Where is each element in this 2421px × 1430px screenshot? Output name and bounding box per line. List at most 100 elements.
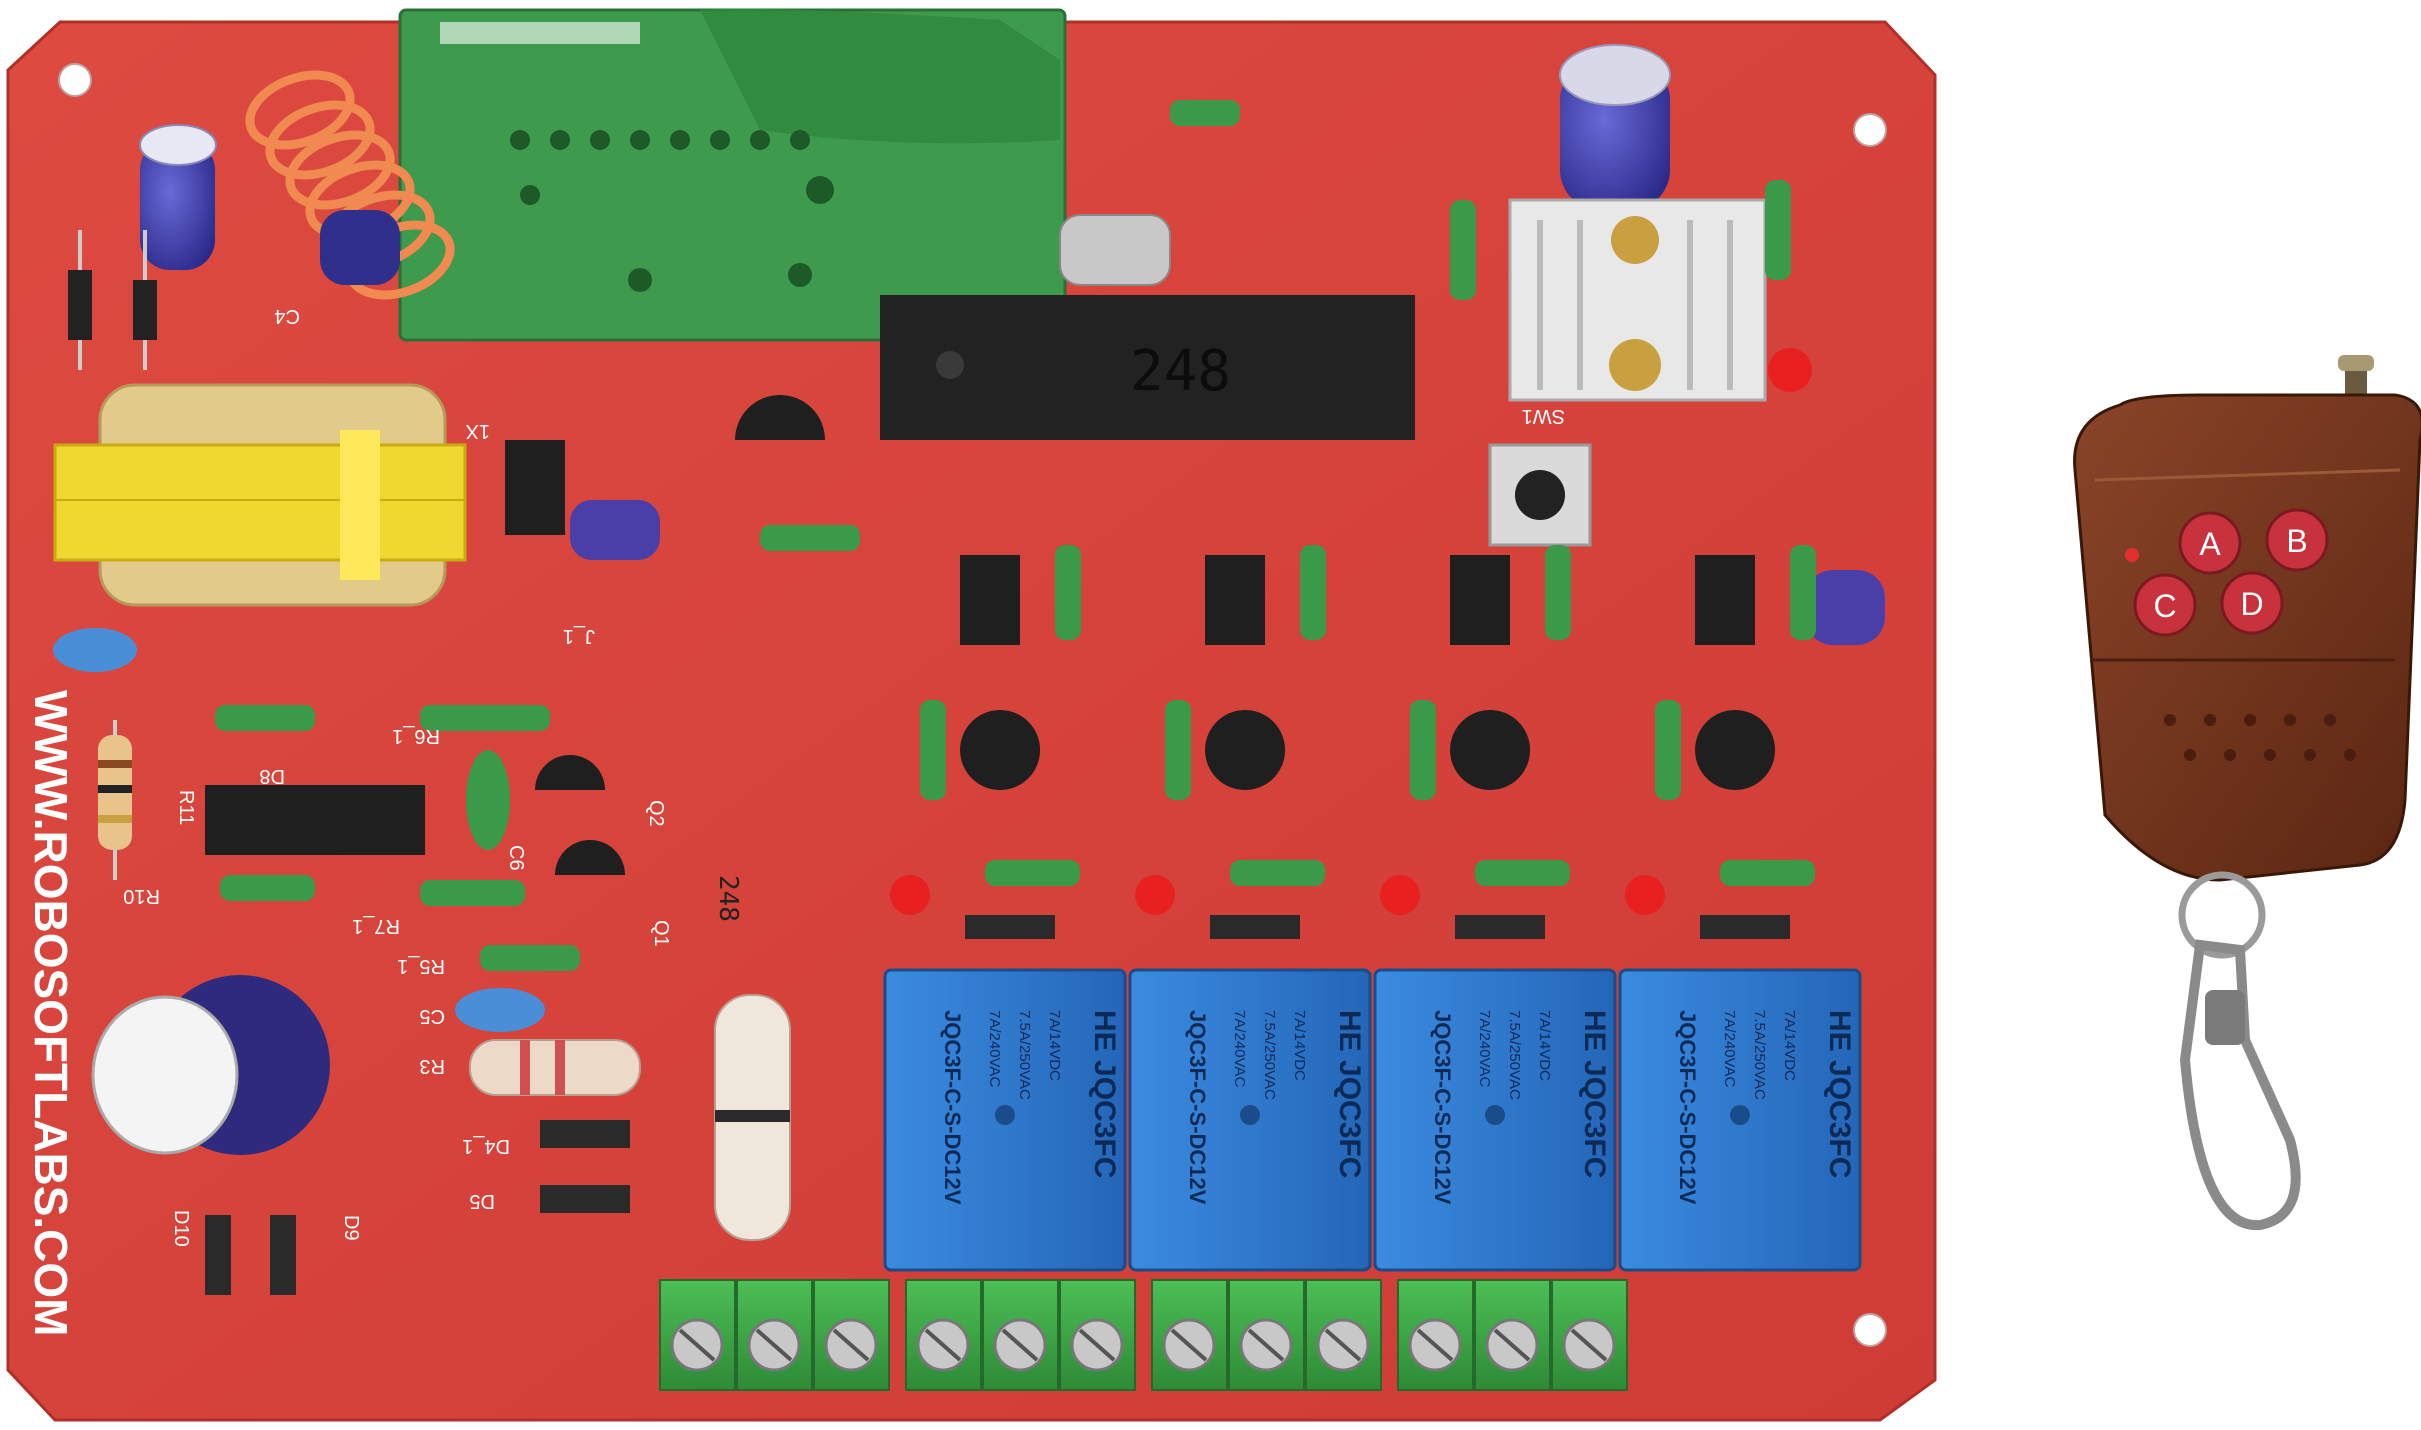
screw-terminal [982, 1279, 1059, 1391]
relay-rating-label: 7A/14VDC [1291, 1010, 1308, 1081]
screw-terminal [1474, 1279, 1551, 1391]
power-resistor [714, 994, 791, 1241]
relay-rating-label: 7A/240VAC [1231, 1010, 1248, 1087]
capacitor-c6 [466, 750, 510, 850]
optocoupler [1695, 555, 1755, 645]
resistor-vertical [1410, 700, 1436, 800]
resistor-vertical [1655, 700, 1681, 800]
screw-slot [1078, 1328, 1116, 1362]
silk-d4: D4_1 [462, 1135, 510, 1157]
relay-brand-label: HE JQC3FC [1333, 1010, 1366, 1178]
screw-terminal [1151, 1279, 1228, 1391]
relay-rating-label: 7A/14VDC [1046, 1010, 1063, 1081]
resistor-horizontal [1475, 860, 1570, 886]
relay-rating-label: 7A/240VAC [1721, 1010, 1738, 1087]
relay-rivet [995, 1105, 1015, 1125]
diodes-d9-d10 [205, 1215, 296, 1295]
optocoupler [1205, 555, 1265, 645]
relay-channel-3: HE JQC3FC7A/14VDC7.5A/250VAC7A/240VACJQC… [1373, 545, 1617, 1272]
resistor-vertical [1545, 545, 1571, 640]
diode [965, 915, 1055, 939]
remote-button-d[interactable]: D [2220, 571, 2284, 635]
screw-slot [832, 1328, 870, 1362]
diode [1455, 915, 1545, 939]
relay-rivet [1485, 1105, 1505, 1125]
optocoupler [1450, 555, 1510, 645]
screw-terminal [1228, 1279, 1305, 1391]
remote-button-b-label: B [2286, 523, 2307, 559]
resistor-horizontal [1720, 860, 1815, 886]
relay-model-label: JQC3F-C-S-DC12V [1430, 1010, 1455, 1205]
website-silkscreen: WWW.ROBOSOFTLABS.COM [25, 690, 77, 1336]
screw-slot [755, 1328, 793, 1362]
silk-j1: J_1 [563, 625, 595, 647]
remote-control [2073, 355, 2421, 1231]
remote-button-c-label: C [2153, 588, 2176, 624]
relay-rating-label: 7.5A/250VAC [1751, 1010, 1768, 1100]
screw-terminal [1305, 1279, 1382, 1391]
remote-button-c[interactable]: C [2133, 573, 2197, 637]
screw-terminal [736, 1279, 813, 1391]
remote-button-b[interactable]: B [2265, 508, 2329, 572]
relay-model-label: JQC3F-C-S-DC12V [940, 1010, 965, 1205]
transistors-q1-q2 [535, 755, 625, 875]
mounting-holes [58, 63, 1887, 1347]
relay-channel-4: HE JQC3FC7A/14VDC7.5A/250VAC7A/240VACJQC… [1618, 545, 1862, 1272]
silk-d9: D9 [340, 1215, 362, 1241]
remote-button-a[interactable]: A [2178, 511, 2242, 575]
resistor-vertical [1165, 700, 1191, 800]
rf-receiver-module [398, 8, 1067, 342]
screw-slot [1001, 1328, 1039, 1362]
ic-handwritten-marking: 248 [1130, 339, 1231, 404]
screw-slot [1570, 1328, 1608, 1362]
resistor-vertical [920, 700, 946, 800]
electrolytic-capacitor-top-left [139, 124, 400, 285]
resistor-horizontal [1230, 860, 1325, 886]
screw-slot [1324, 1328, 1362, 1362]
remote-button-d-label: D [2240, 586, 2263, 622]
screw-slot [1247, 1328, 1285, 1362]
silk-sw1: SW1 [1522, 405, 1565, 427]
relay-channel-1: HE JQC3FC7A/14VDC7.5A/250VAC7A/240VACJQC… [883, 545, 1127, 1272]
relay-rating-label: 7.5A/250VAC [1506, 1010, 1523, 1100]
screw-terminal [1059, 1279, 1136, 1391]
silk-r5: R5_1 [397, 955, 445, 977]
relay-channel-2: HE JQC3FC7A/14VDC7.5A/250VAC7A/240VACJQC… [1128, 545, 1372, 1272]
screw-terminal [1397, 1279, 1474, 1391]
pin-header [205, 785, 425, 855]
diodes-d4-d5 [540, 1120, 630, 1213]
screw-slot [924, 1328, 962, 1362]
screw-terminal [905, 1279, 982, 1391]
led-red [1135, 875, 1175, 915]
led-red [1380, 875, 1420, 915]
resistors-top-right [1170, 100, 1791, 300]
relay-rating-label: 7.5A/250VAC [1016, 1010, 1033, 1100]
silk-c5: C5 [419, 1005, 445, 1027]
led-red [1625, 875, 1665, 915]
transistor [1450, 710, 1531, 790]
capacitor-right [1805, 570, 1885, 645]
relay-rating-label: 7A/240VAC [1476, 1010, 1493, 1087]
transistor-regulator [735, 395, 825, 440]
microcontroller-ic [880, 295, 1415, 440]
diodes-top-left [68, 230, 157, 370]
silk-q1: Q1 [650, 920, 672, 947]
screw-terminal [659, 1279, 736, 1391]
silk-d8: D8 [259, 765, 285, 787]
silk-q2: Q2 [645, 800, 667, 827]
relay-brand-label: HE JQC3FC [1823, 1010, 1856, 1178]
led-red-power [1768, 348, 1812, 392]
resistor-r11 [98, 720, 132, 880]
optocoupler-left [505, 440, 565, 535]
resistor-vertical [1300, 545, 1326, 640]
ceramic-capacitor-blue [53, 628, 137, 672]
transformer [53, 383, 467, 607]
relay-brand-label: HE JQC3FC [1088, 1010, 1121, 1178]
capacitor-top-right [1559, 44, 1671, 210]
resistor-vertical [1790, 545, 1816, 640]
diode [1700, 915, 1790, 939]
led-red [890, 875, 930, 915]
screw-slot [1170, 1328, 1208, 1362]
